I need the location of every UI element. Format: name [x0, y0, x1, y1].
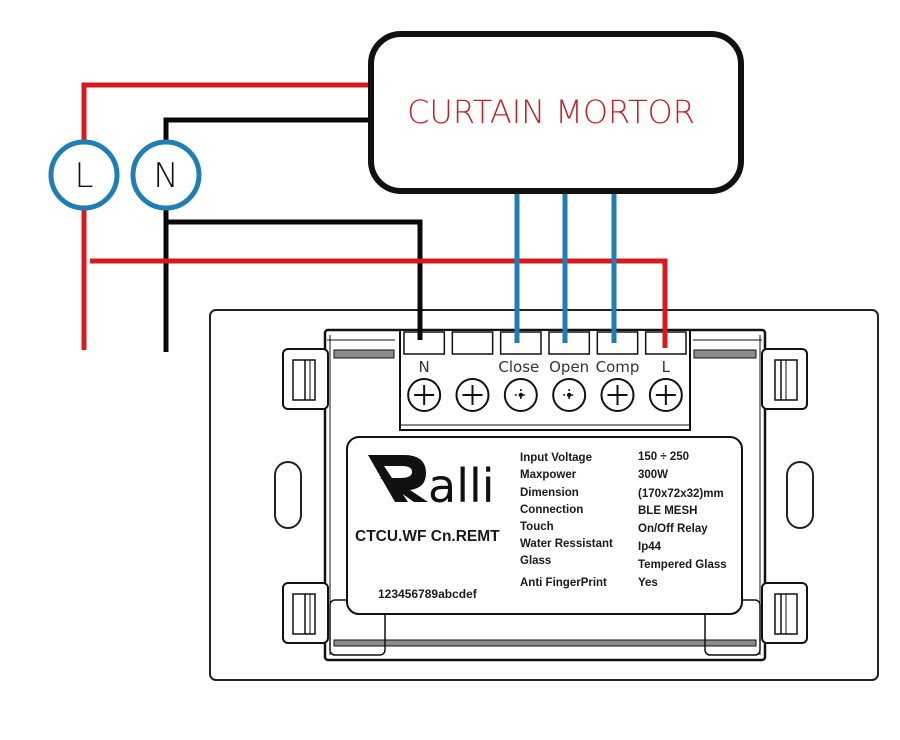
spec-value: Yes — [638, 577, 658, 589]
motor-label: CURTAIN MORTOR — [407, 93, 695, 131]
spec-row: Water Ressistant Ip44 — [520, 538, 662, 553]
terminal-label: Comp — [596, 358, 640, 376]
spec-name: Water Ressistant — [520, 538, 613, 550]
spec-name: Touch — [520, 521, 554, 533]
terminal-slot — [499, 331, 542, 355]
spec-value: Ip44 — [638, 541, 662, 553]
clip-top-left — [282, 348, 329, 410]
clip-top-right — [761, 348, 808, 410]
neutral-wire-to-switch — [166, 219, 423, 340]
spec-value: BLE MESH — [638, 505, 697, 517]
terminal: Close — [498, 331, 542, 412]
spec-row: Anti FingerPrint Yes — [520, 577, 658, 589]
spec-name: Anti FingerPrint — [520, 577, 607, 589]
spec-row: Dimension (170x72x32)mm — [520, 487, 724, 500]
terminal: Comp — [596, 331, 640, 412]
spec-name: Connection — [520, 504, 583, 516]
terminal: N — [403, 331, 446, 412]
spec-row: Glass Tempered Glass — [520, 555, 727, 571]
source-circle — [130, 139, 202, 211]
clip-bottom-left — [282, 582, 329, 644]
source-label: N — [153, 156, 178, 196]
terminal-label: N — [419, 358, 430, 376]
spec-row: Touch On/Off Relay — [520, 521, 708, 535]
spec-value: (170x72x32)mm — [638, 488, 724, 500]
terminal-slot — [548, 331, 591, 355]
terminal-slot — [451, 331, 494, 355]
terminal-slot — [403, 331, 446, 355]
serial-number: 123456789abcdef — [378, 587, 478, 601]
brand-name: alli — [428, 459, 495, 513]
switch-backplate: N Close Open Comp L alli CTCU.WF Cn.REMT 123… — [209, 309, 879, 681]
wires — [81, 82, 668, 352]
terminal: Open — [548, 331, 591, 412]
clip-bottom-right — [761, 582, 808, 644]
source-circle — [48, 139, 120, 211]
spec-row: Maxpower 300W — [520, 469, 668, 481]
terminal-label: Open — [549, 358, 589, 376]
live-wire-to-motor — [81, 82, 372, 350]
spec-row: Input Voltage 150 ÷ 250 — [520, 451, 689, 464]
terminal-block: N Close Open Comp L — [399, 329, 691, 431]
live-wire-to-switch — [90, 258, 668, 348]
terminal-label: Close — [498, 358, 539, 376]
spec-row: Connection BLE MESH — [520, 504, 697, 517]
source-neutral: N — [130, 139, 202, 211]
model-number: CTCU.WF Cn.REMT — [355, 528, 500, 545]
source-live: L — [48, 139, 120, 211]
terminal-slot — [596, 331, 639, 355]
device-label: alli CTCU.WF Cn.REMT 123456789abcdef Inp… — [346, 436, 743, 615]
terminal-label: L — [662, 358, 671, 376]
terminal — [451, 331, 494, 412]
spec-name: Glass — [520, 555, 551, 567]
spec-value: Tempered Glass — [638, 559, 727, 571]
spec-name: Input Voltage — [520, 452, 592, 464]
terminal: L — [644, 331, 687, 412]
source-label: L — [75, 156, 94, 196]
spec-name: Maxpower — [520, 469, 577, 481]
mounting-slot-left — [274, 461, 302, 529]
spec-value: 300W — [638, 469, 668, 481]
spec-name: Dimension — [520, 487, 579, 499]
spec-value: On/Off Relay — [638, 523, 708, 535]
neutral-wire-to-motor — [163, 117, 372, 352]
mounting-slot-right — [786, 461, 814, 529]
spec-value: 150 ÷ 250 — [638, 451, 689, 463]
curtain-motor: CURTAIN MORTOR — [368, 31, 744, 194]
brand-logo: alli — [368, 455, 495, 513]
motor-box — [368, 31, 744, 194]
